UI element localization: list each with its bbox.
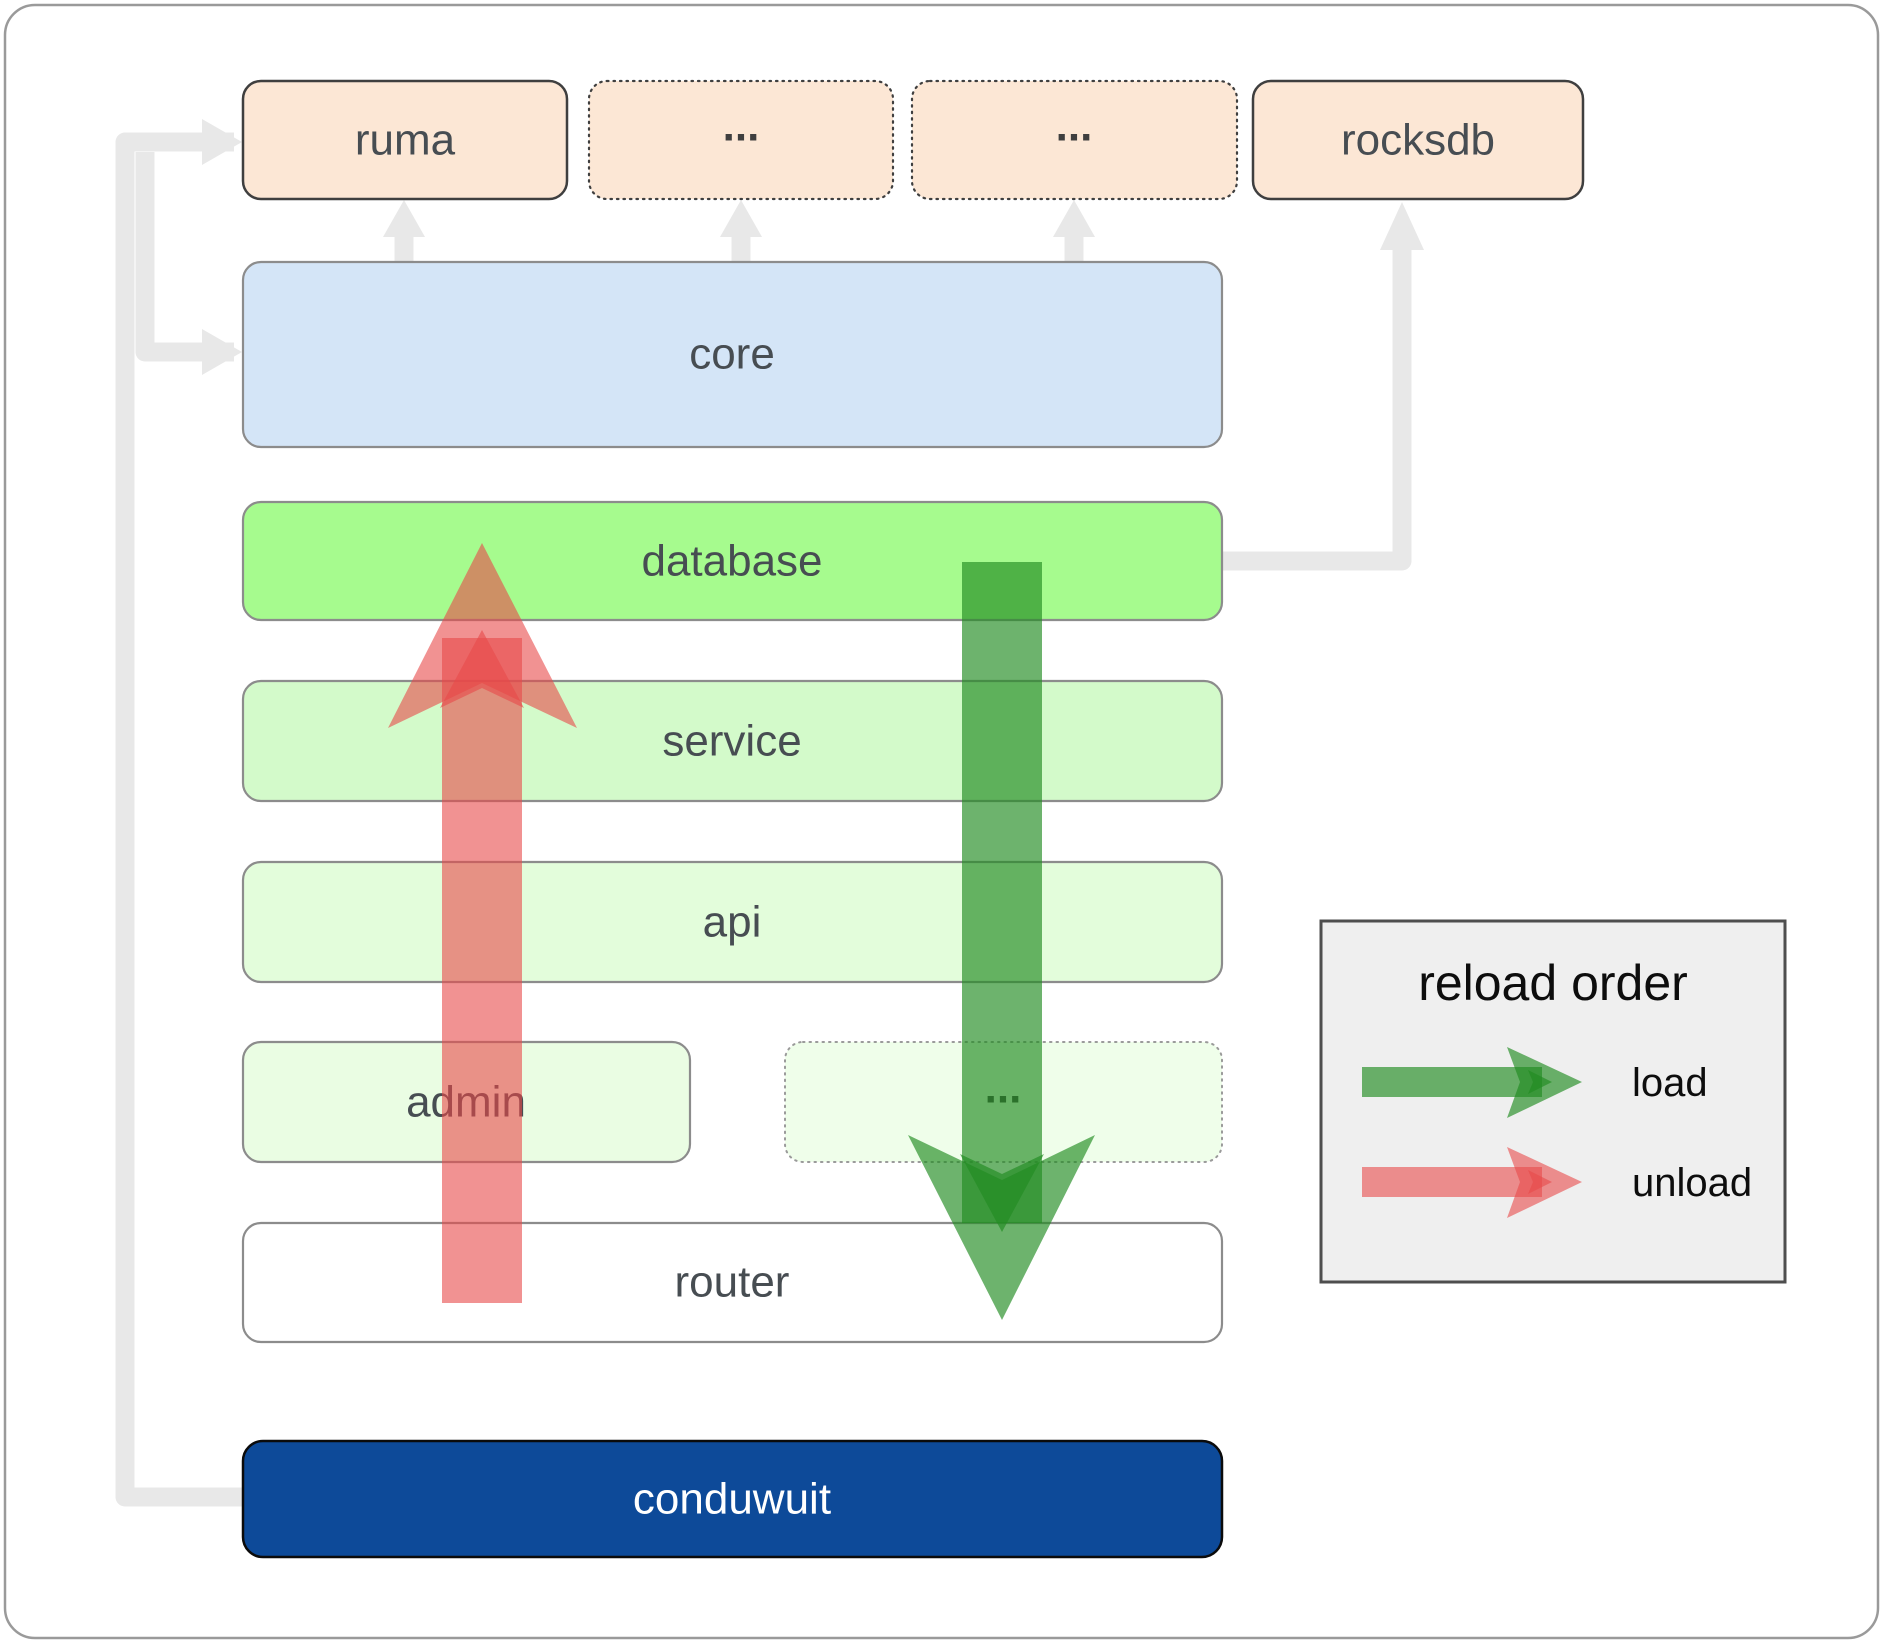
node-ruma: ruma — [241, 79, 569, 201]
node-ruma-label: ruma — [355, 116, 456, 165]
arrowhead-core-to-crate-more-1-icon — [720, 200, 762, 237]
legend-load-label: load — [1632, 1061, 1708, 1105]
node-conduwuit-label: conduwuit — [633, 1475, 831, 1524]
node-crate-more-1-box — [587, 79, 895, 201]
node-service: service — [241, 679, 1224, 803]
connector-database-to-rocksdb — [1222, 248, 1412, 571]
node-rocksdb-box — [1251, 79, 1585, 201]
legend-load-shaft — [1362, 1067, 1542, 1097]
node-router: router — [241, 1221, 1224, 1344]
node-rocksdb-label: rocksdb — [1341, 116, 1495, 165]
node-api: api — [241, 860, 1224, 984]
arrowhead-core-to-ruma-icon — [383, 200, 425, 237]
node-crate-more-1-label: ... — [723, 102, 760, 151]
arrowhead-to-core-icon — [202, 329, 242, 375]
node-api-label: api — [703, 898, 762, 947]
node-crate-more-2: ... — [910, 79, 1239, 201]
node-core-box — [241, 260, 1224, 449]
arrowhead-to-ruma-icon — [202, 119, 242, 165]
node-core-label: core — [689, 330, 775, 379]
canvas-frame — [3, 3, 1880, 1640]
legend-unload-arrow-icon — [1362, 1147, 1582, 1218]
legend-unload-label: unload — [1632, 1161, 1752, 1205]
unload-arrow-shaft — [442, 638, 522, 1303]
unload-arrow-marker-icon — [440, 630, 524, 708]
arrowhead-to-rocksdb-icon — [1380, 202, 1424, 250]
node-router-label: router — [675, 1258, 790, 1307]
node-conduwuit-box — [241, 1439, 1224, 1559]
arrowhead-core-to-crate-more-2-icon — [1053, 200, 1095, 237]
legend-box — [1319, 919, 1787, 1284]
node-rocksdb: rocksdb — [1251, 79, 1585, 201]
legend: reload order load unload — [1319, 919, 1787, 1284]
node-crate-more-1: ... — [587, 79, 895, 201]
connector-conduwuit-to-ruma — [115, 132, 243, 1507]
legend-unload-marker-icon — [1528, 1170, 1552, 1194]
node-ruma-box — [241, 79, 569, 201]
load-arrow — [908, 562, 1095, 1320]
legend-load-arrow-icon — [1362, 1047, 1582, 1118]
node-core: core — [241, 260, 1224, 449]
connectors — [115, 119, 1424, 1507]
node-service-label: service — [662, 717, 801, 766]
load-arrow-shaft — [962, 562, 1042, 1223]
node-database: database — [241, 500, 1224, 622]
unload-arrow — [388, 543, 577, 1303]
legend-title: reload order — [1418, 955, 1688, 1011]
load-arrow-marker-icon — [960, 1154, 1044, 1232]
node-crate-more-2-label: ... — [1056, 102, 1093, 151]
node-conduwuit: conduwuit — [241, 1439, 1224, 1559]
node-crate-more-2-box — [910, 79, 1239, 201]
legend-load-marker-icon — [1528, 1070, 1552, 1094]
legend-unload-shaft — [1362, 1167, 1542, 1197]
node-database-label: database — [641, 537, 822, 586]
